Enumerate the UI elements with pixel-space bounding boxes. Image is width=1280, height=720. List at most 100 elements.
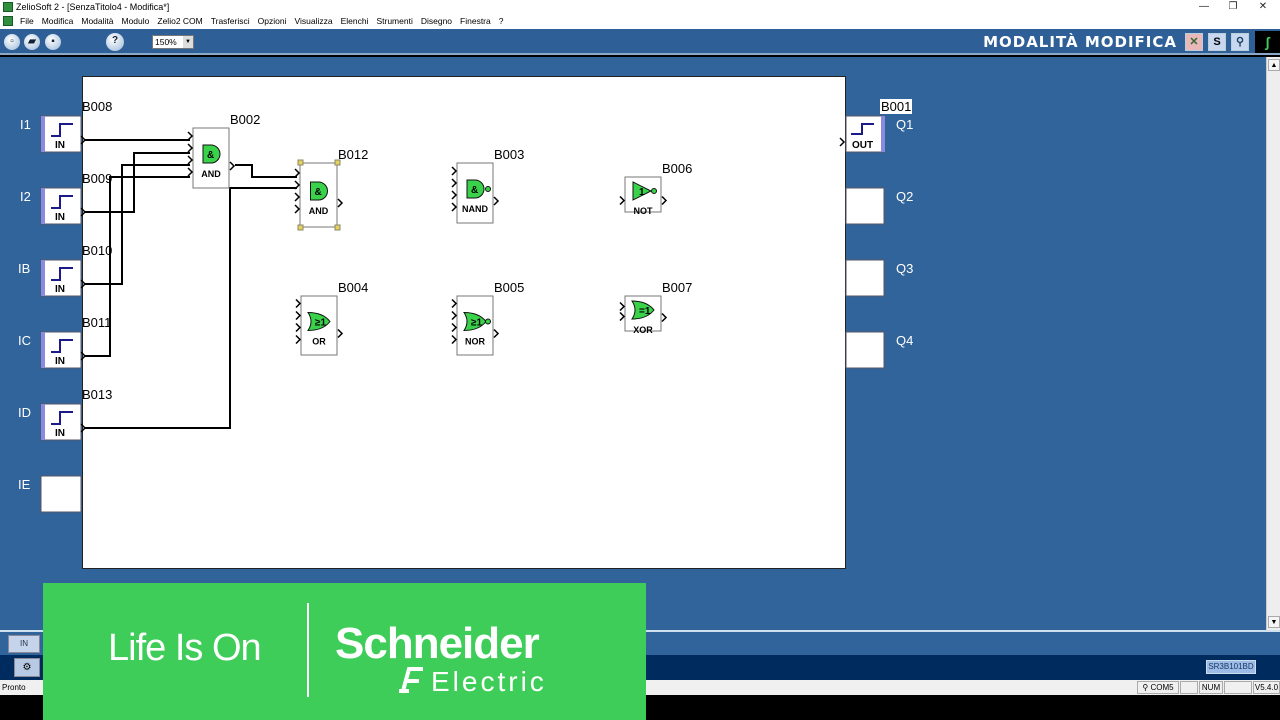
gate-symbol: 1 bbox=[639, 187, 645, 198]
gate-symbol: & bbox=[207, 150, 214, 161]
input-pin[interactable] bbox=[451, 202, 458, 212]
search-icon[interactable]: ⚲ bbox=[1231, 33, 1249, 51]
gate-xor-icon bbox=[631, 300, 655, 320]
block-id: B007 bbox=[662, 280, 692, 295]
s-button[interactable]: S bbox=[1208, 33, 1226, 51]
gate-symbol: =1 bbox=[639, 306, 651, 317]
title-bar: ZelioSoft 2 - [SenzaTitolo4 - Modifica*]… bbox=[0, 0, 1280, 14]
input-pin[interactable] bbox=[294, 204, 301, 214]
window-title: ZelioSoft 2 - [SenzaTitolo4 - Modifica*] bbox=[16, 2, 170, 12]
svg-text:Q2: Q2 bbox=[896, 189, 913, 204]
block-id: B011 bbox=[82, 315, 111, 330]
input-pin[interactable] bbox=[294, 180, 301, 190]
output-pin[interactable] bbox=[229, 161, 236, 171]
block-id: B001 bbox=[881, 99, 911, 114]
menu-strumenti[interactable]: Strumenti bbox=[376, 16, 413, 26]
gate-or-icon bbox=[307, 311, 331, 332]
input-pin[interactable] bbox=[187, 131, 194, 141]
menu-finestra[interactable]: Finestra bbox=[460, 16, 491, 26]
svg-text:Q4: Q4 bbox=[896, 333, 913, 348]
input-pin[interactable] bbox=[451, 166, 458, 176]
restore-button[interactable]: ❐ bbox=[1228, 1, 1238, 12]
vertical-scrollbar[interactable]: ▲ ▼ bbox=[1266, 57, 1280, 630]
output-pin[interactable] bbox=[493, 196, 500, 206]
output-pin[interactable] bbox=[337, 328, 344, 339]
menu-zelio2com[interactable]: Zelio2 COM bbox=[157, 16, 203, 26]
input-pin[interactable] bbox=[619, 195, 626, 206]
input-ie[interactable]: IE bbox=[18, 475, 82, 513]
in-button[interactable]: IN bbox=[8, 635, 40, 653]
input-pin[interactable] bbox=[294, 168, 301, 178]
input-pin[interactable] bbox=[295, 310, 302, 321]
input-pin[interactable] bbox=[295, 322, 302, 333]
output-q1[interactable]: OUT Q1 B001 bbox=[839, 99, 913, 153]
block-id: B005 bbox=[494, 280, 524, 295]
selection-handle[interactable] bbox=[297, 159, 304, 166]
input-pin[interactable] bbox=[451, 190, 458, 200]
menu-elenchi[interactable]: Elenchi bbox=[340, 16, 369, 26]
input-pin[interactable] bbox=[619, 311, 626, 322]
document-icon bbox=[3, 16, 13, 26]
selection-handle[interactable] bbox=[334, 224, 341, 231]
output-label: Q1 bbox=[896, 117, 913, 132]
open-folder-icon[interactable]: ▰ bbox=[24, 34, 40, 50]
close-button[interactable]: ✕ bbox=[1258, 1, 1268, 12]
menu-trasferisci[interactable]: Trasferisci bbox=[210, 16, 250, 26]
input-label: I1 bbox=[20, 117, 31, 132]
menu-modulo[interactable]: Modulo bbox=[121, 16, 150, 26]
output-pin[interactable] bbox=[337, 198, 344, 208]
output-q4[interactable]: Q4 bbox=[845, 331, 913, 369]
gate-type: NOR bbox=[465, 337, 486, 347]
input-pin[interactable] bbox=[451, 298, 458, 309]
simulation-icon[interactable]: ✕ bbox=[1185, 33, 1203, 51]
menu-help[interactable]: ? bbox=[498, 16, 504, 26]
menu-visualizza[interactable]: Visualizza bbox=[294, 16, 333, 26]
menu-modalita[interactable]: Modalità bbox=[81, 16, 114, 26]
block-id: B010 bbox=[82, 243, 112, 258]
input-pin[interactable] bbox=[187, 155, 194, 165]
menu-file[interactable]: File bbox=[20, 16, 34, 26]
minimize-button[interactable]: — bbox=[1199, 1, 1209, 12]
input-pin[interactable] bbox=[295, 298, 302, 309]
model-badge[interactable]: SR3B101BD bbox=[1206, 660, 1256, 674]
selection-handle[interactable] bbox=[297, 224, 304, 231]
brand-sub: Electric bbox=[431, 666, 547, 697]
input-pin[interactable] bbox=[619, 301, 626, 312]
input-pin[interactable] bbox=[451, 310, 458, 321]
input-pin[interactable] bbox=[295, 334, 302, 345]
save-icon[interactable]: ▪ bbox=[45, 34, 61, 50]
input-pin[interactable] bbox=[294, 192, 301, 202]
selection-handle[interactable] bbox=[334, 159, 341, 166]
zoom-select[interactable]: 150%▼ bbox=[152, 35, 194, 49]
input-pin[interactable] bbox=[451, 178, 458, 188]
input-pin[interactable] bbox=[187, 167, 194, 177]
output-pin[interactable] bbox=[493, 328, 500, 339]
input-pin[interactable] bbox=[187, 143, 194, 153]
menu-disegno[interactable]: Disegno bbox=[420, 16, 453, 26]
new-file-icon[interactable]: ▫ bbox=[4, 34, 20, 50]
input-pin[interactable] bbox=[451, 334, 458, 345]
output-pin[interactable] bbox=[661, 312, 668, 323]
help-button[interactable]: ? bbox=[106, 33, 124, 51]
gate-type: AND bbox=[309, 206, 329, 216]
output-q2[interactable]: Q2 bbox=[845, 187, 913, 225]
gate-symbol: ≥1 bbox=[315, 318, 326, 329]
module-icon[interactable]: ⚙ bbox=[14, 658, 40, 677]
output-pin[interactable] bbox=[661, 195, 668, 206]
menu-opzioni[interactable]: Opzioni bbox=[257, 16, 287, 26]
input-pin[interactable] bbox=[451, 322, 458, 333]
menu-modifica[interactable]: Modifica bbox=[41, 16, 74, 26]
output-q3[interactable]: Q3 bbox=[845, 259, 913, 297]
